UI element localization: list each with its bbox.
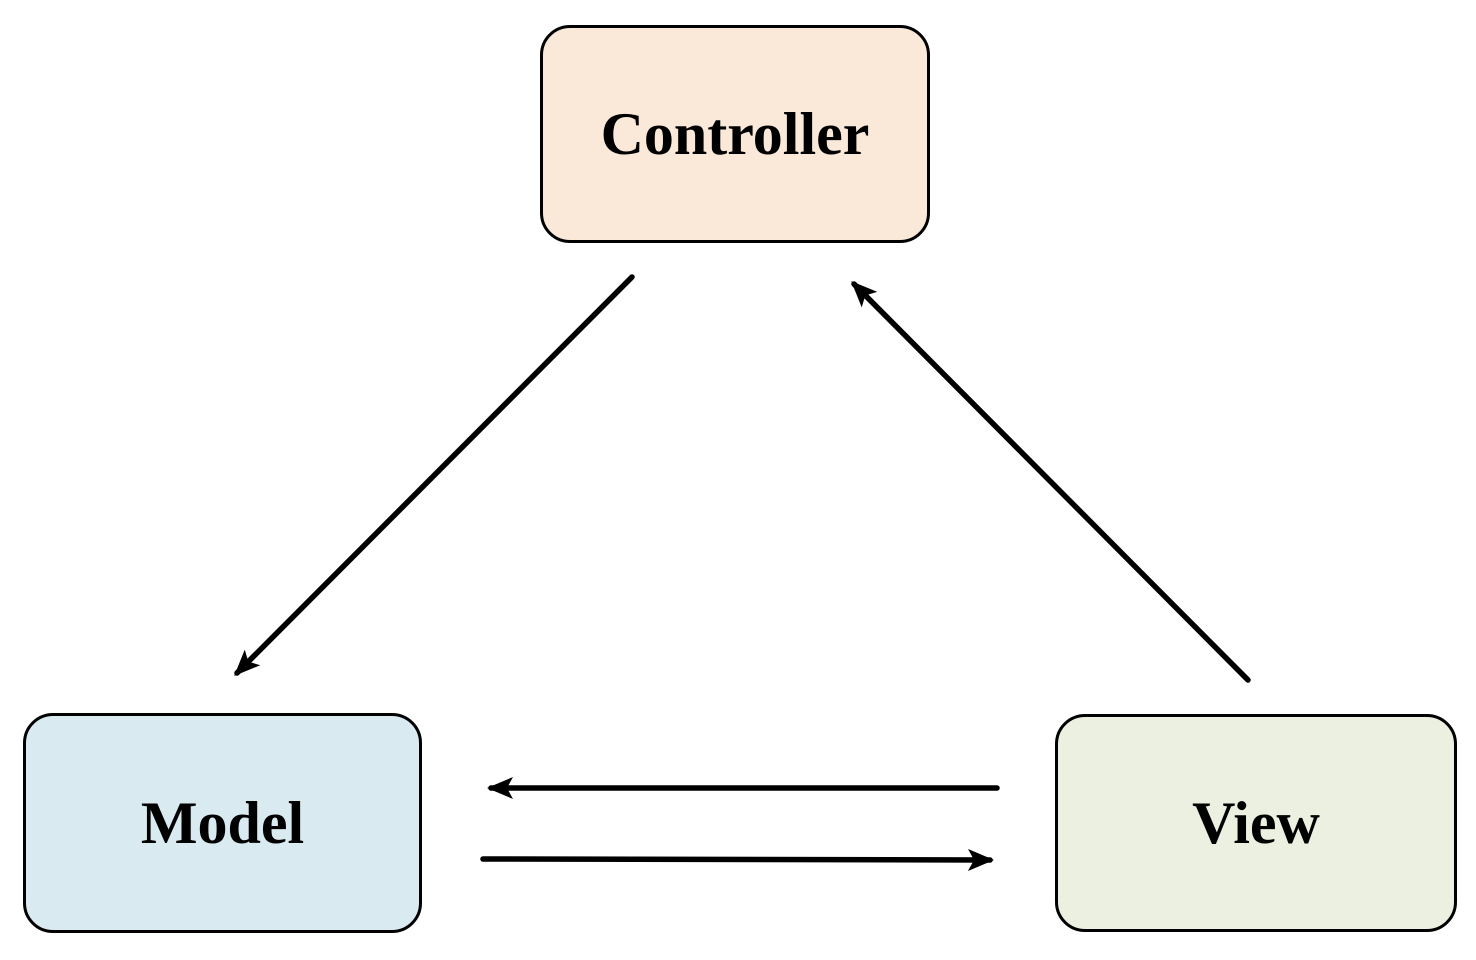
node-view: View [1055,714,1457,932]
node-controller: Controller [540,25,930,243]
node-model: Model [23,713,422,933]
node-view-label: View [1192,790,1320,856]
arrow-model-to-view [480,848,994,871]
node-model-label: Model [140,790,305,856]
arrow-controller-to-model [234,274,635,676]
node-controller-label: Controller [600,101,870,167]
arrow-view-to-controller [851,281,1251,683]
